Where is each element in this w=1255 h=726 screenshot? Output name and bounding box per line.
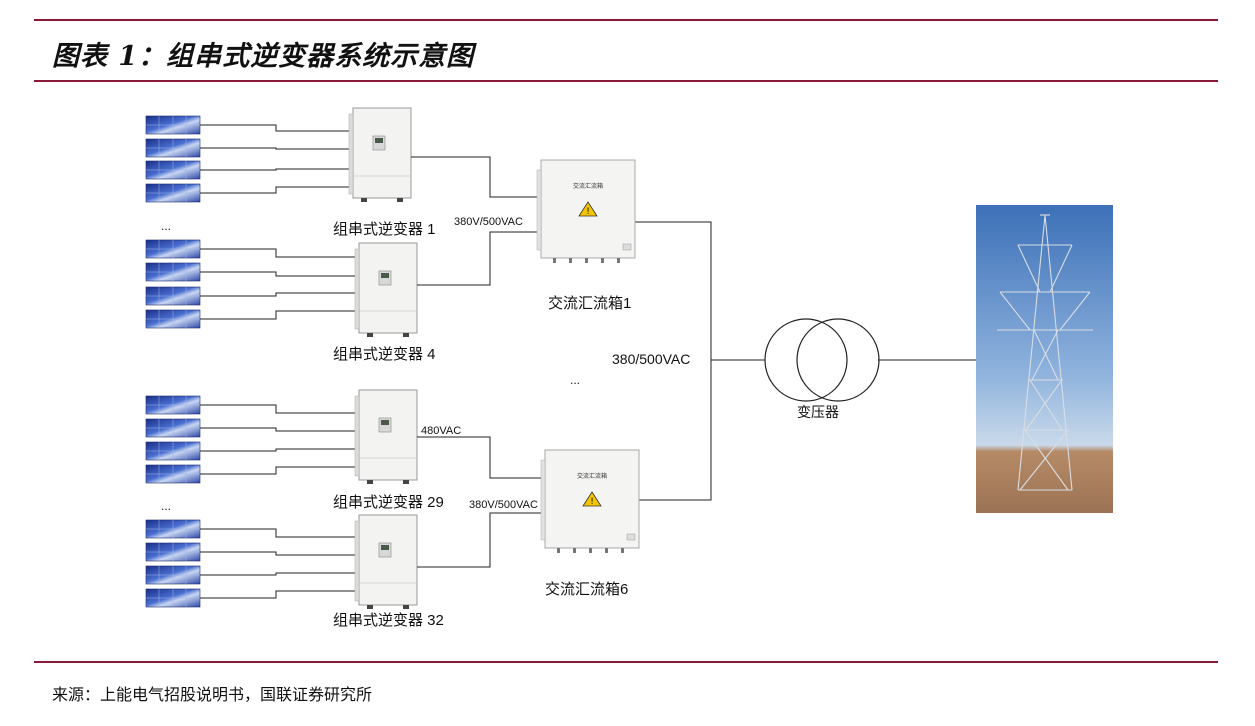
voltage-label-inverter-29: 480VAC bbox=[421, 425, 461, 437]
combiner-box-1-nameplate: 交流汇流箱 bbox=[573, 182, 603, 190]
inverter-32 bbox=[354, 514, 418, 610]
ellipsis-middle: ... bbox=[570, 373, 580, 387]
dc-wiring bbox=[200, 124, 358, 599]
ac-wiring bbox=[411, 156, 976, 568]
transformer-symbol bbox=[764, 318, 880, 402]
combiner-6-label: 交流汇流箱6 bbox=[545, 580, 628, 598]
ellipsis-upper: ... bbox=[161, 219, 171, 233]
combiner-1-label: 交流汇流箱1 bbox=[548, 294, 631, 312]
inverter-29-label: 组串式逆变器 29 bbox=[333, 494, 444, 511]
figure-title: 图表 1：组串式逆变器系统示意图 bbox=[52, 41, 475, 72]
ellipsis-lower: ... bbox=[161, 499, 171, 513]
solar-panel-group-32 bbox=[145, 519, 201, 608]
combiner-box-1: 交流汇流箱 bbox=[536, 159, 636, 264]
inverter-1 bbox=[348, 107, 412, 203]
inverter-4-label: 组串式逆变器 4 bbox=[333, 346, 436, 363]
solar-panel-group-29 bbox=[145, 395, 201, 484]
bottom-rule bbox=[34, 661, 1218, 663]
inverter-1-label: 组串式逆变器 1 bbox=[333, 221, 436, 238]
transmission-tower-image bbox=[976, 205, 1113, 513]
combiner-box-6: 交流汇流箱 bbox=[540, 449, 640, 554]
top-rule bbox=[34, 19, 1218, 21]
solar-panel-group-4 bbox=[145, 239, 201, 329]
combiner-box-6-nameplate: 交流汇流箱 bbox=[577, 472, 607, 480]
solar-panel-group-1 bbox=[145, 115, 201, 203]
title-rule bbox=[34, 80, 1218, 82]
transformer-label: 变压器 bbox=[797, 404, 839, 420]
inverter-32-label: 组串式逆变器 32 bbox=[333, 612, 444, 629]
inverter-4 bbox=[354, 242, 418, 338]
source-note: 来源：上能电气招股说明书，国联证券研究所 bbox=[52, 685, 373, 704]
inverter-29 bbox=[354, 389, 418, 485]
voltage-label-combiner-1: 380V/500VAC bbox=[454, 216, 523, 228]
voltage-label-combiner-6: 380V/500VAC bbox=[469, 499, 538, 511]
voltage-label-main: 380/500VAC bbox=[612, 351, 690, 367]
